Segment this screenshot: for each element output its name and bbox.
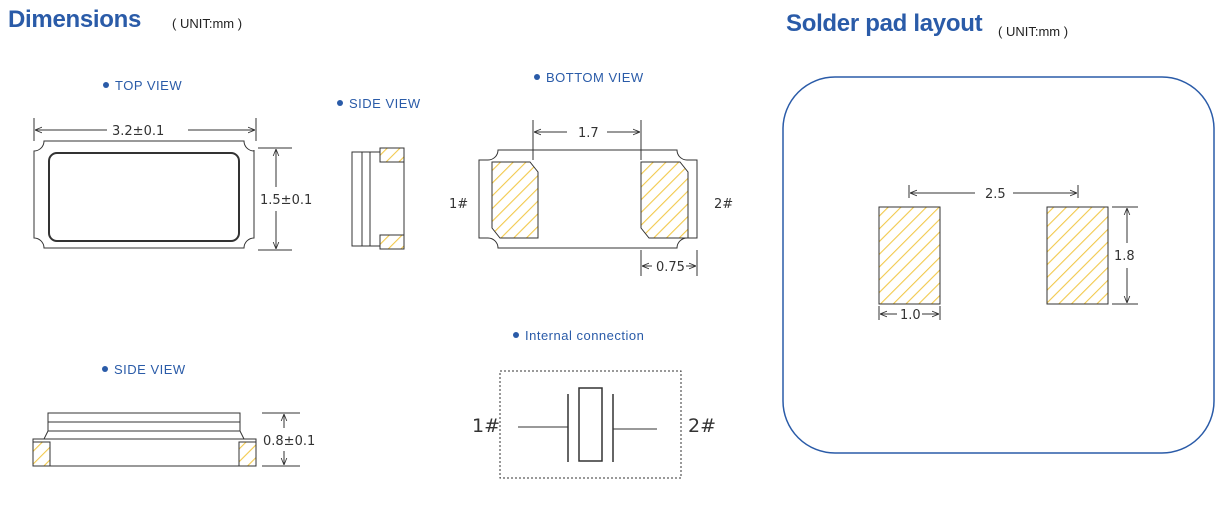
dimensions-title: Dimensions bbox=[8, 6, 142, 33]
side-view-label: SIDE VIEW bbox=[337, 96, 421, 111]
side-view-2-pad-left bbox=[32, 441, 51, 467]
top-view-body bbox=[33, 140, 255, 249]
pad-pitch-dimension: 1.7 bbox=[578, 126, 599, 141]
solder-layout-drawing bbox=[782, 76, 1215, 454]
internal-connection-label: Internal connection bbox=[513, 328, 644, 343]
solder-pitch-dimension: 2.5 bbox=[985, 187, 1006, 202]
side-view-pad-bottom bbox=[379, 234, 405, 250]
connection-pin-1: 1# bbox=[472, 415, 500, 437]
solder-pad-2 bbox=[1046, 206, 1109, 305]
crystal-symbol bbox=[578, 387, 603, 462]
bottom-view-drawing bbox=[478, 120, 698, 276]
side-view-drawing bbox=[351, 147, 405, 250]
length-dimension: 3.2±0.1 bbox=[112, 124, 164, 139]
bottom-view-body bbox=[478, 149, 698, 249]
bullet-icon bbox=[534, 73, 540, 80]
solder-frame bbox=[782, 76, 1215, 454]
side-view-2-label: SIDE VIEW bbox=[102, 362, 186, 377]
side-view-2-lid bbox=[47, 412, 241, 423]
side-view-2-pad-right bbox=[238, 441, 257, 467]
bullet-icon bbox=[513, 331, 519, 338]
width-dimension: 1.5±0.1 bbox=[260, 193, 312, 208]
side-view-2-body bbox=[32, 421, 257, 467]
pad-1 bbox=[491, 161, 539, 239]
solder-pad-1 bbox=[878, 206, 941, 305]
bottom-view-label: BOTTOM VIEW bbox=[534, 70, 644, 85]
connection-frame bbox=[499, 370, 682, 479]
height-dimension: 0.8±0.1 bbox=[263, 434, 315, 449]
top-view-drawing bbox=[33, 118, 292, 251]
pin-1-label: 1# bbox=[449, 197, 468, 212]
pin-2-label: 2# bbox=[714, 197, 733, 212]
solder-unit: ( UNIT:mm ) bbox=[998, 24, 1069, 39]
side-view-pad-top bbox=[379, 147, 405, 163]
bullet-icon bbox=[103, 81, 109, 88]
pad-width-dimension: 0.75 bbox=[656, 260, 685, 275]
solder-pad-height-dimension: 1.8 bbox=[1114, 249, 1135, 264]
side-view-2-drawing bbox=[32, 412, 300, 467]
bullet-icon bbox=[102, 365, 108, 372]
connection-pin-2: 2# bbox=[688, 415, 716, 437]
pad-2 bbox=[640, 161, 689, 239]
top-view-lid bbox=[48, 152, 240, 242]
internal-connection-drawing bbox=[499, 370, 682, 479]
solder-pad-width-dimension: 1.0 bbox=[900, 308, 921, 323]
side-view-body bbox=[351, 151, 405, 247]
solder-title: Solder pad layout bbox=[786, 10, 983, 37]
dimensions-unit: ( UNIT:mm ) bbox=[172, 16, 243, 31]
top-view-label: TOP VIEW bbox=[103, 78, 182, 93]
bullet-icon bbox=[337, 99, 343, 106]
